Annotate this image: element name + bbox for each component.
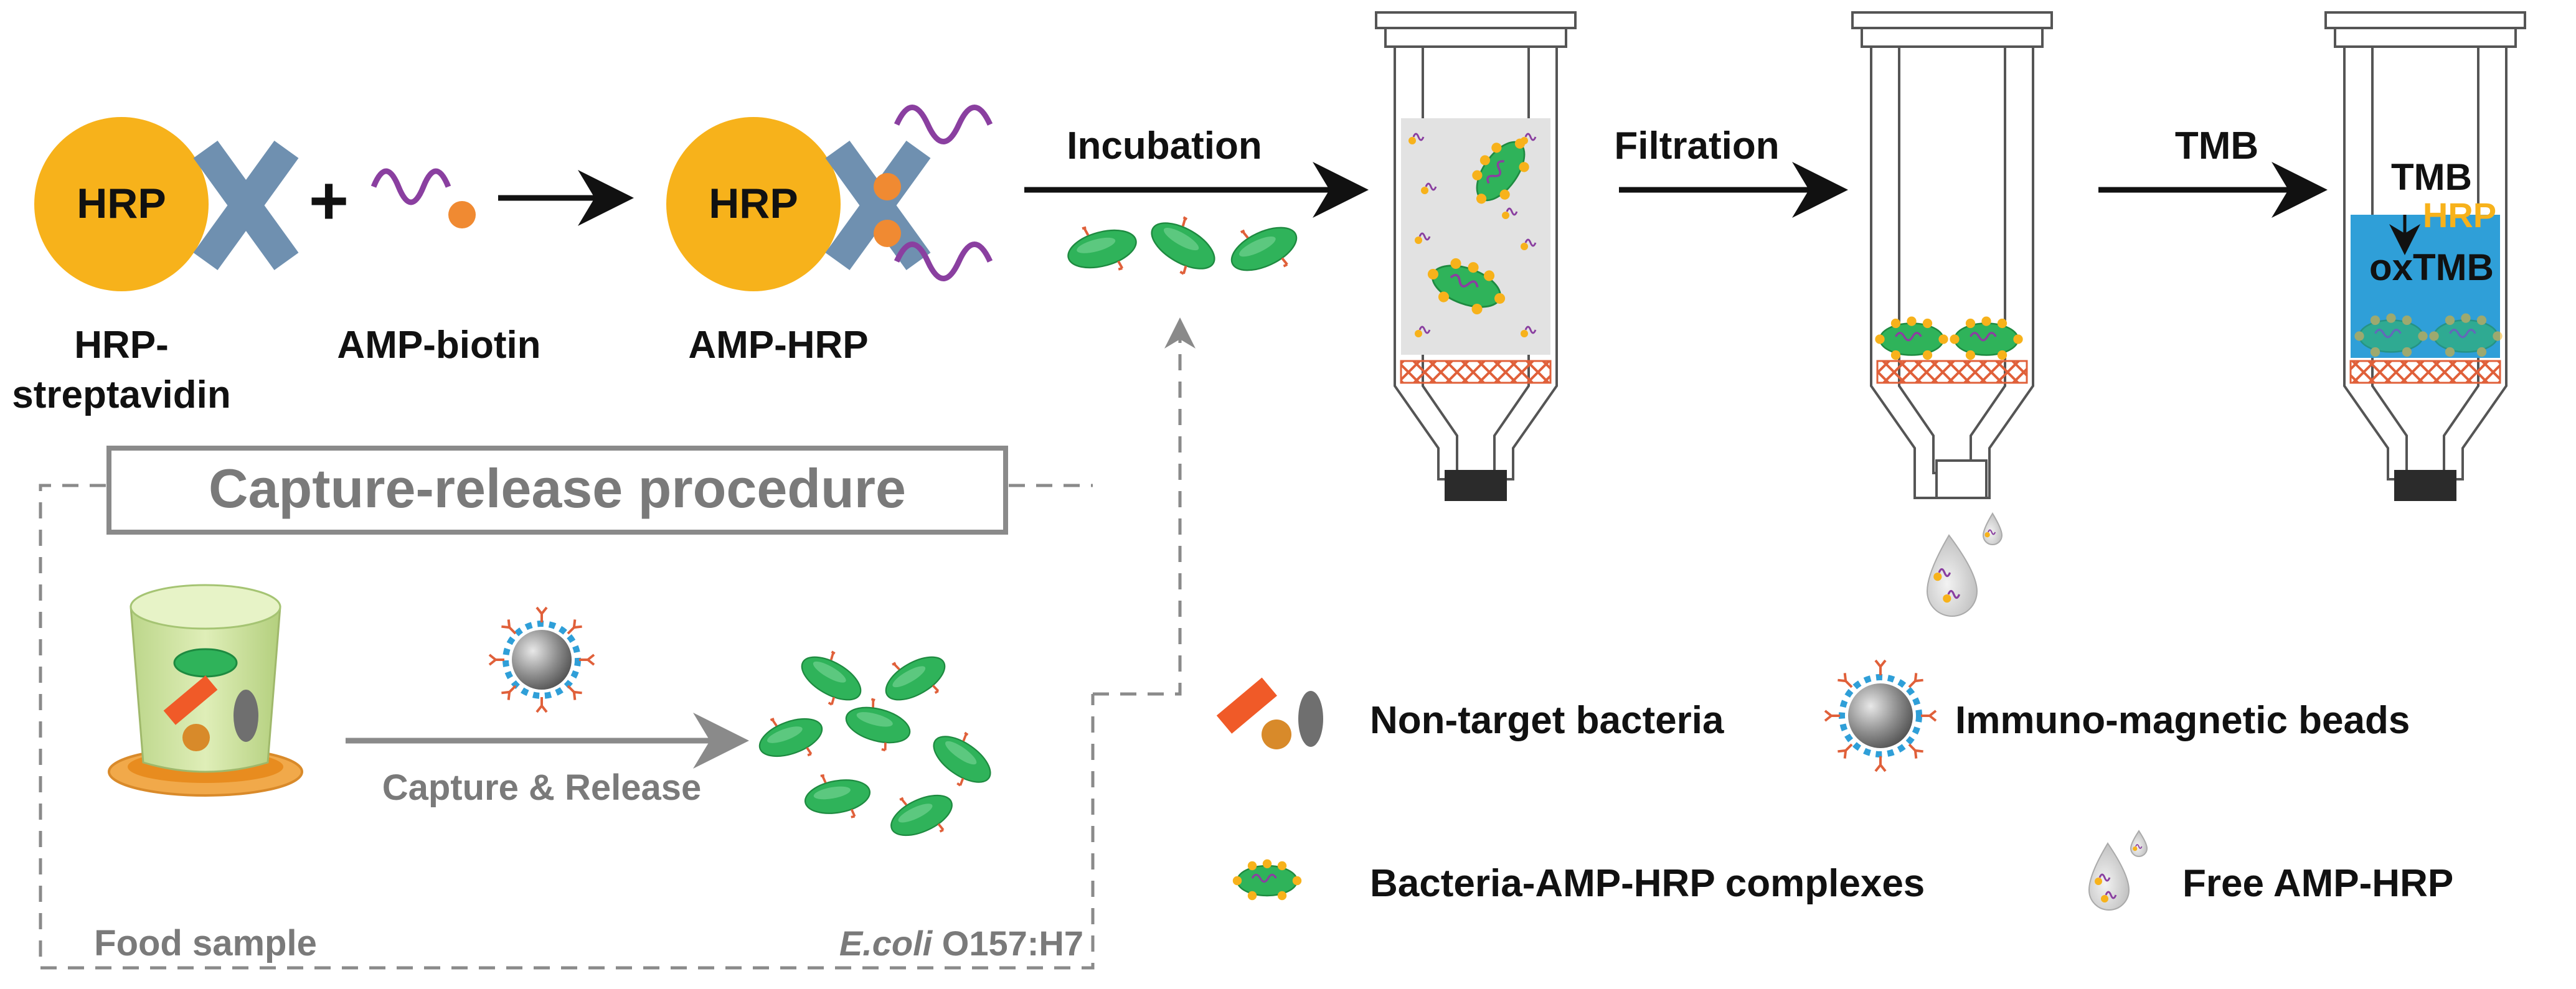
hrp-streptavidin-label-1: HRP- xyxy=(74,324,169,367)
tube-hrp-label: HRP xyxy=(2423,195,2496,235)
capture-box-border xyxy=(39,484,1095,970)
hrp-label-2: HRP xyxy=(709,180,798,227)
legend-immuno-beads-icon xyxy=(1824,659,1937,772)
tube-oxtmb-label: oxTMB xyxy=(2369,246,2494,288)
amp-biotin-icon xyxy=(370,168,476,228)
food-sample-glass-icon xyxy=(108,584,303,797)
filter-tube-filtration xyxy=(1851,11,2053,617)
legend-immuno-beads-label: Immuno-magnetic beads xyxy=(1955,699,2410,742)
immuno-bead-capture-icon xyxy=(488,606,595,713)
hrp-streptavidin-label-2: streptavidin xyxy=(12,373,230,416)
amp-biotin-label: AMP-biotin xyxy=(337,324,540,367)
bacteria-group-incubation xyxy=(1062,207,1306,285)
ecoli-label: E.coli O157:H7 xyxy=(839,924,1083,963)
legend-non-target-icon xyxy=(1216,677,1323,749)
legend-free-amp-hrp-icon xyxy=(2088,830,2148,911)
capture-title-box xyxy=(106,446,1008,535)
plus-sign: + xyxy=(309,162,349,239)
ecoli-italic: E.coli xyxy=(839,924,933,963)
amp-hrp-icon xyxy=(666,105,993,291)
capture-title: Capture-release procedure xyxy=(209,457,906,519)
capture-release-label: Capture & Release xyxy=(382,767,702,808)
legend-complexes-label: Bacteria-AMP-HRP complexes xyxy=(1370,862,1925,905)
food-sample-label: Food sample xyxy=(94,923,317,963)
capture-connector-arrow xyxy=(1093,317,1196,696)
tube-tmb-label: TMB xyxy=(2391,156,2472,198)
hrp-label-1: HRP xyxy=(77,180,166,227)
tmb-arrow-label: TMB xyxy=(2175,124,2258,167)
legend-non-target-label: Non-target bacteria xyxy=(1370,699,1724,742)
filter-tube-tmb xyxy=(2324,11,2526,501)
filter-tube-incubation xyxy=(1375,11,1577,501)
ecoli-cluster-icon xyxy=(750,640,1004,851)
hrp-streptavidin-icon xyxy=(34,117,299,291)
incubation-label: Incubation xyxy=(1067,124,1262,167)
filtration-label: Filtration xyxy=(1614,124,1779,167)
ecoli-strain: O157:H7 xyxy=(932,924,1083,963)
free-amp-hrp-drop xyxy=(1926,512,2003,617)
amp-hrp-label: AMP-HRP xyxy=(688,324,868,367)
legend-complex-icon xyxy=(1232,858,1303,901)
legend-free-amp-hrp-label: Free AMP-HRP xyxy=(2182,862,2453,905)
